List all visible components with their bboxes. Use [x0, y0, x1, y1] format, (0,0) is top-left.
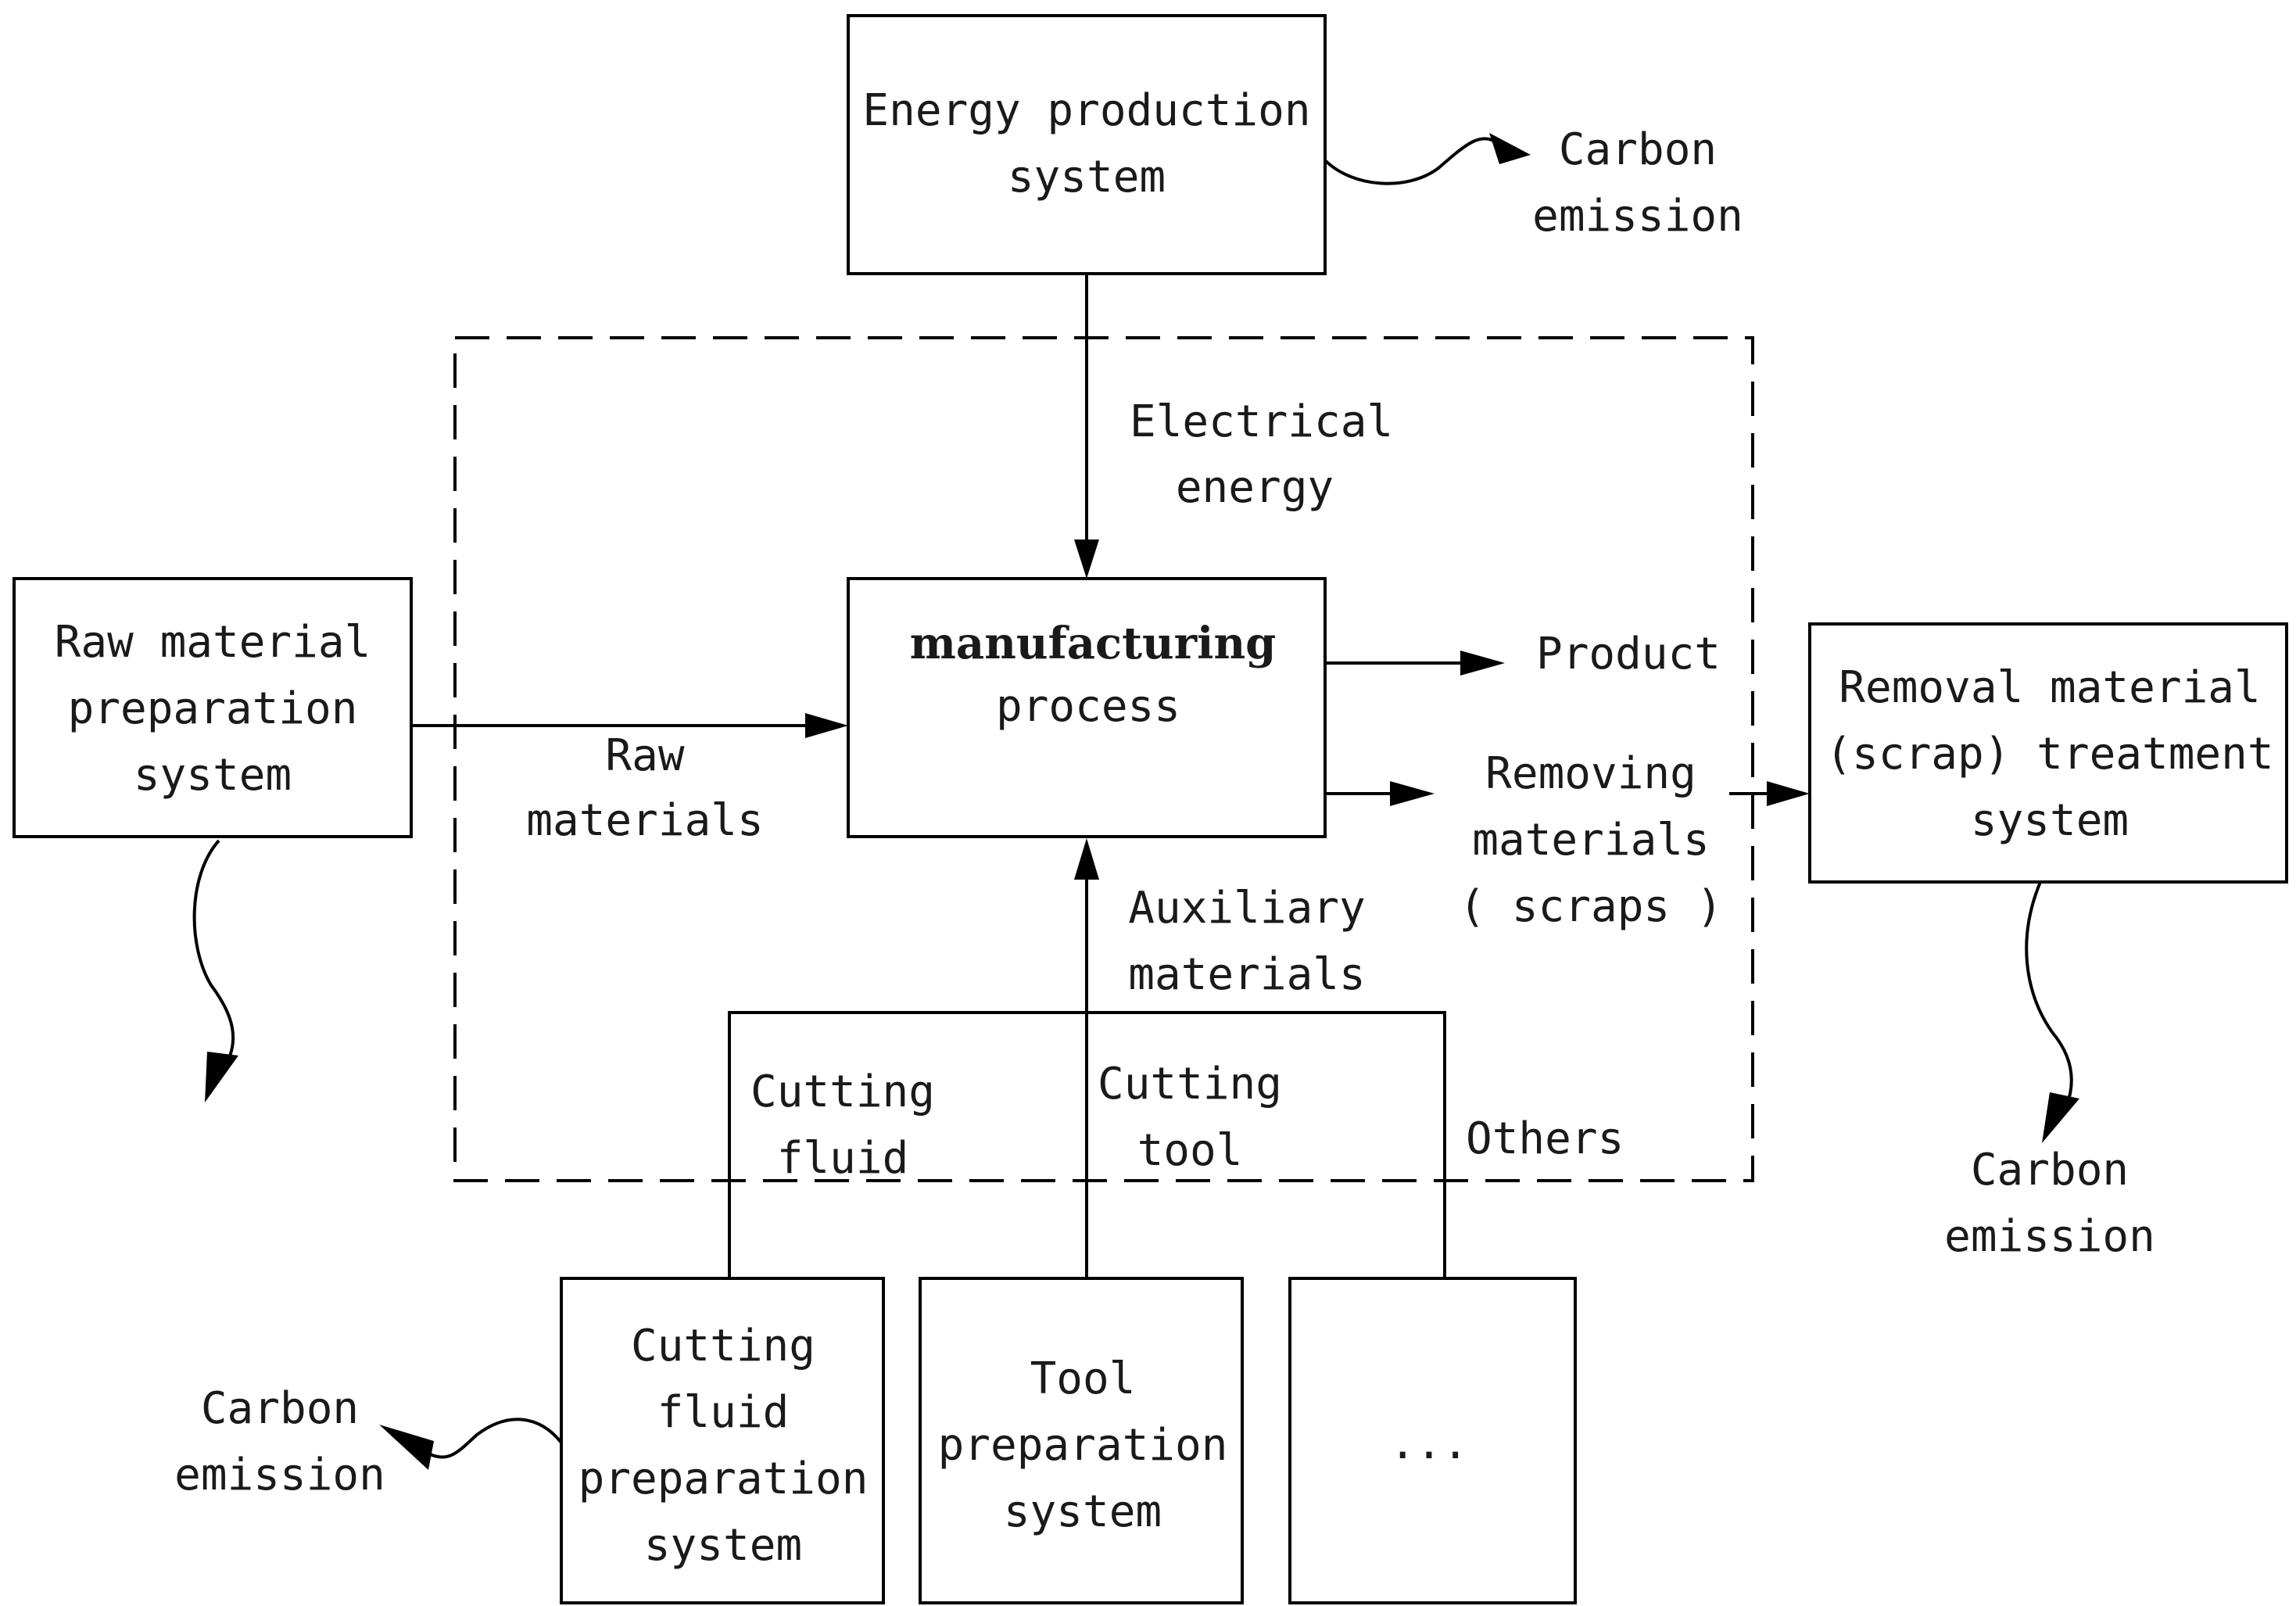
removal-box-line-2: (scrap) treatment	[1825, 729, 2273, 780]
manufacturing-process-box	[847, 577, 1327, 838]
manufacturing-line-1: manufacturing	[910, 618, 1277, 669]
energy-box-line-1: Energy production	[862, 85, 1310, 136]
cutting-tool-label-line-2: tool	[1137, 1125, 1243, 1176]
removing-materials-arrowhead	[1390, 781, 1435, 806]
carbon-left-line-2: emission	[174, 1450, 385, 1500]
carbon-curve-top	[1324, 137, 1503, 185]
carbon-arrowhead-top	[1489, 133, 1531, 164]
carbon-arrowhead-right	[2042, 1092, 2079, 1143]
carbon-curve-bottom-left	[429, 1418, 563, 1459]
cutting-fluid-box-line-1: Cutting	[631, 1321, 815, 1371]
product-label: Product	[1536, 629, 1721, 679]
tool-prep-box-line-1: Tool	[1030, 1353, 1136, 1404]
raw-material-box	[13, 577, 413, 838]
cutting-fluid-label-line-1: Cutting	[750, 1066, 935, 1117]
removing-materials-line-1: Removing	[1485, 748, 1696, 799]
tool-prep-box	[919, 1277, 1244, 1604]
other-prep-box	[1288, 1277, 1577, 1604]
removing-materials-line-2: materials	[1472, 815, 1709, 866]
cutting-fluid-box-line-2: fluid	[657, 1387, 790, 1438]
raw-material-box-line-1: Raw material	[55, 617, 371, 668]
carbon-top-line-2: emission	[1532, 191, 1743, 242]
manufacturing-line-2: process	[996, 681, 1180, 732]
carbon-curve-right	[2025, 881, 2073, 1103]
carbon-right-line-2: emission	[1944, 1211, 2155, 1262]
carbon-left-line-1: Carbon	[201, 1383, 359, 1434]
auxiliary-materials-line-1: Auxiliary	[1128, 883, 1365, 934]
cutting-fluid-prep-box	[560, 1277, 885, 1604]
cutting-fluid-box-line-4: system	[644, 1520, 802, 1571]
energy-box-line-2: system	[1008, 152, 1166, 203]
electrical-energy-line-1: Electrical	[1130, 396, 1393, 447]
raw-material-box-line-3: system	[134, 750, 292, 801]
scrap-to-treatment-arrowhead	[1767, 781, 1810, 806]
others-label: Others	[1466, 1113, 1624, 1164]
system-boundary	[453, 336, 1754, 1182]
removal-treatment-box	[1808, 622, 2288, 884]
tool-prep-box-line-2: preparation	[938, 1420, 1228, 1471]
tool-prep-box-line-3: system	[1004, 1486, 1162, 1537]
carbon-arrowhead-left-system	[205, 1052, 238, 1102]
energy-production-box	[847, 14, 1327, 275]
cutting-fluid-label-line-2: fluid	[777, 1133, 909, 1184]
removal-box-line-3: system	[1971, 795, 2129, 846]
auxiliary-materials-arrowhead	[1074, 838, 1099, 880]
auxiliary-materials-line-2: materials	[1128, 949, 1365, 1000]
removing-materials-line-3: ( scraps )	[1459, 881, 1722, 932]
carbon-curve-left-system	[192, 839, 235, 1064]
electrical-energy-arrowhead	[1074, 540, 1099, 579]
product-arrowhead	[1460, 651, 1505, 676]
carbon-arrowhead-bottom-left	[379, 1425, 434, 1470]
cutting-fluid-box-line-3: preparation	[578, 1454, 869, 1504]
raw-materials-label-line-2: materials	[526, 795, 763, 846]
cutting-tool-label-line-1: Cutting	[1098, 1059, 1282, 1110]
carbon-right-line-1: Carbon	[1971, 1145, 2129, 1196]
removal-box-line-1: Removal material	[1839, 662, 2260, 713]
raw-materials-arrowhead	[805, 713, 848, 738]
electrical-energy-line-2: energy	[1176, 462, 1334, 513]
other-prep-box-ellipsis: ...	[1389, 1418, 1468, 1469]
raw-materials-label-line-1: Raw	[605, 730, 684, 781]
raw-material-box-line-2: preparation	[68, 683, 358, 734]
carbon-top-line-1: Carbon	[1559, 124, 1717, 175]
